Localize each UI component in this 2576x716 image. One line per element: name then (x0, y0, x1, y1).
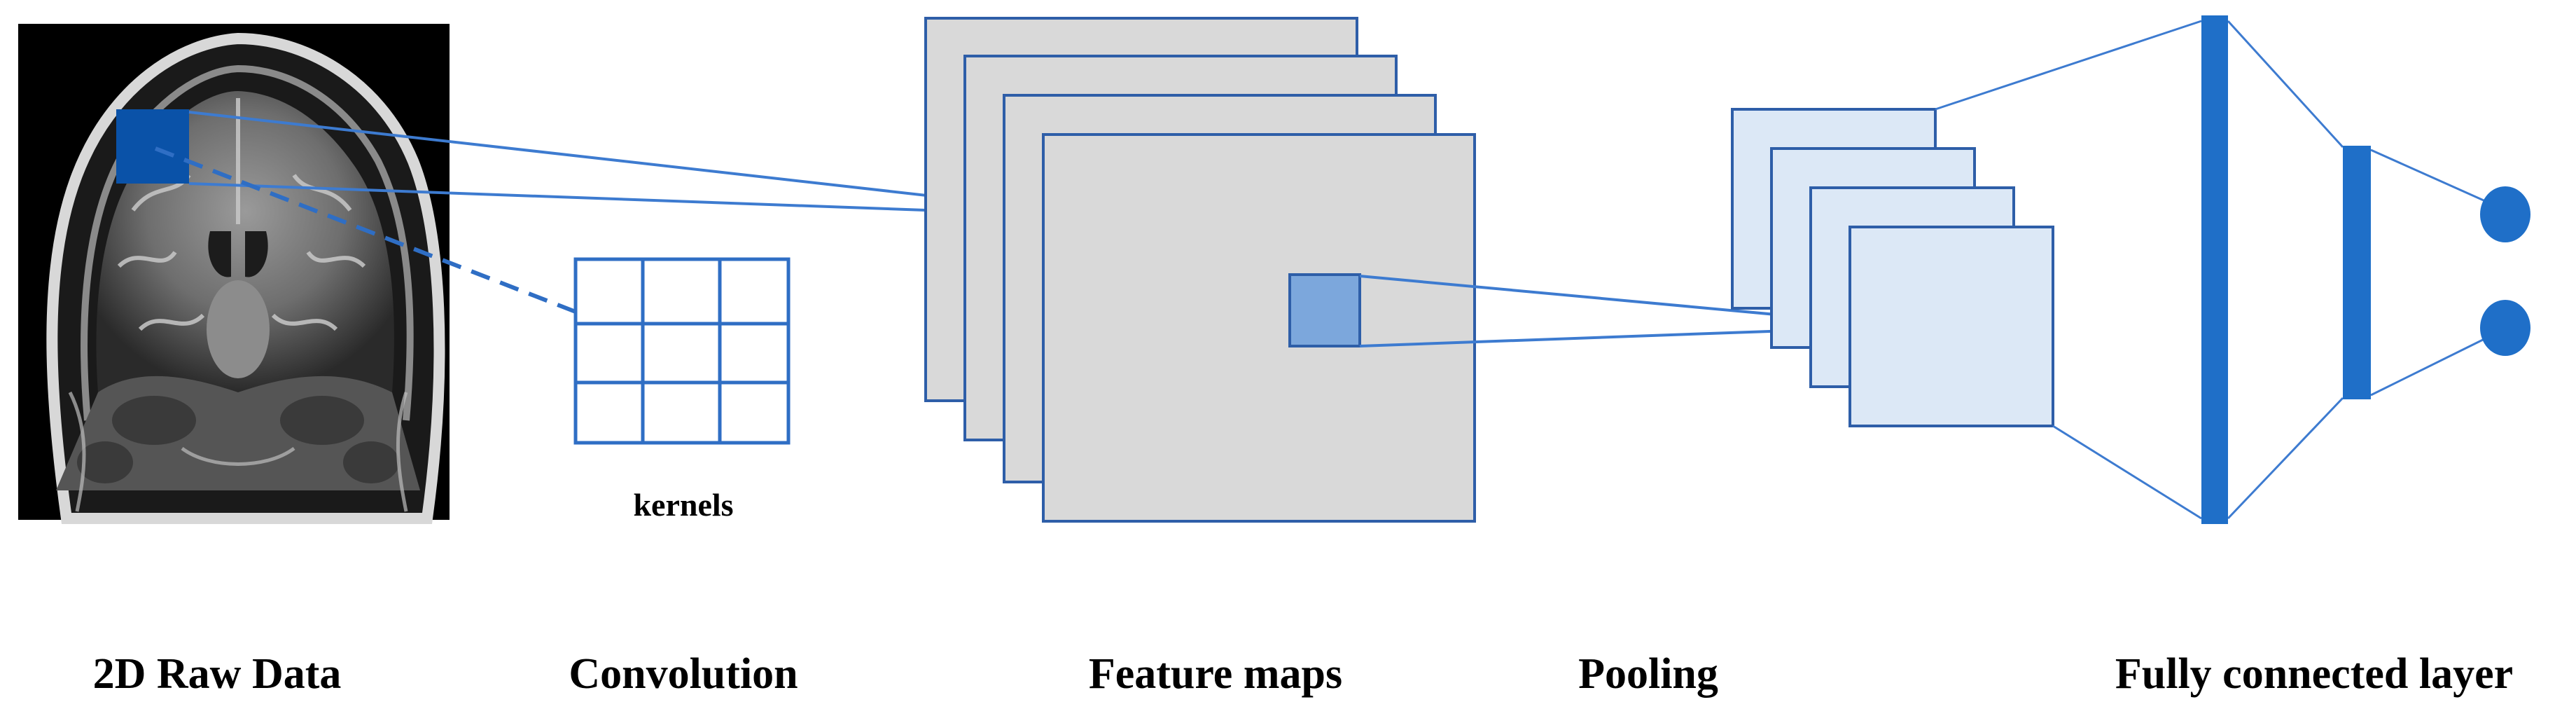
mri-brain-image (18, 24, 450, 524)
output-node-1 (2480, 186, 2530, 242)
label-feature-maps: Feature maps (1089, 650, 1342, 698)
label-raw-data: 2D Raw Data (93, 650, 342, 698)
dense-layer-2 (2343, 146, 2371, 399)
kernel-dashed-connector (154, 146, 577, 314)
feature-map-4 (1042, 133, 1476, 523)
label-convolution: Convolution (569, 650, 798, 698)
output-node-2 (2480, 300, 2530, 356)
pooling-window (1288, 273, 1361, 347)
label-fully-connected: Fully connected layer (2115, 650, 2513, 698)
fc-connectors (1935, 20, 2491, 520)
dense-layer-1 (2201, 15, 2228, 524)
pooling-map-4 (1849, 226, 2054, 427)
label-pooling: Pooling (1578, 650, 1718, 698)
receptive-field-marker (116, 109, 189, 184)
kernel-grid (573, 257, 791, 445)
kernels-label: kernels (633, 487, 733, 523)
pooling-map-stack (1731, 108, 2054, 427)
feature-map-stack (924, 17, 1476, 523)
